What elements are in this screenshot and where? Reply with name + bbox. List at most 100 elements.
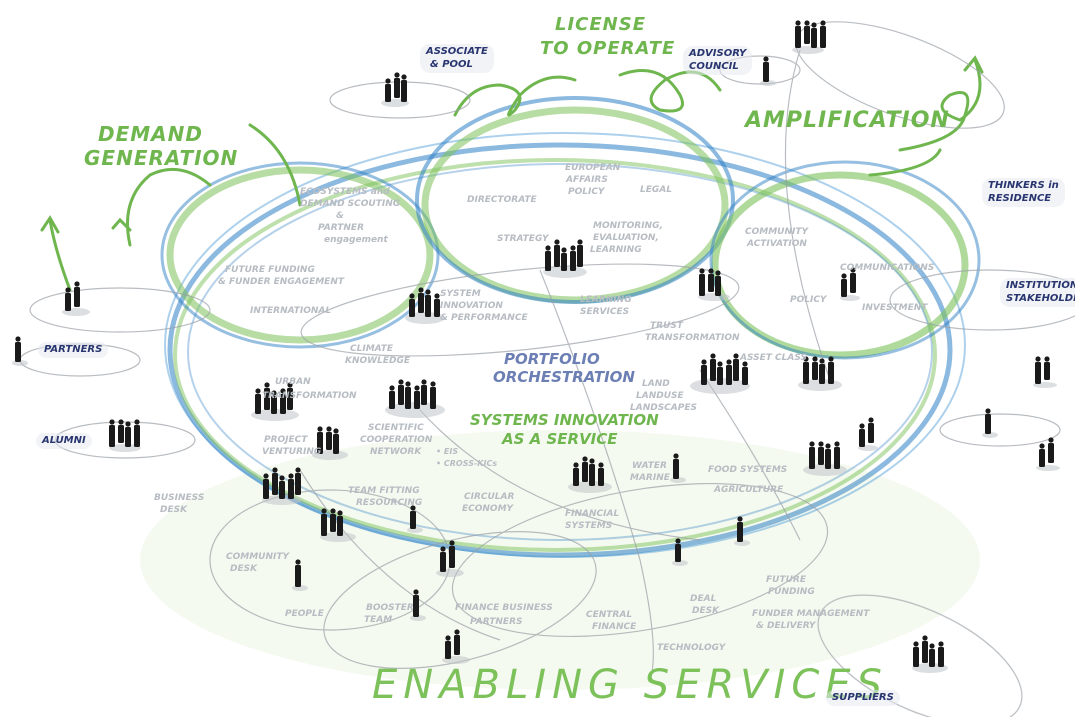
- person-figure: [582, 456, 588, 482]
- person-figure: [418, 287, 424, 313]
- person-body: [394, 78, 400, 98]
- person-figure: [850, 267, 856, 293]
- person-figure: [74, 281, 80, 307]
- person-head: [717, 361, 723, 367]
- community-desk-line2: DESK: [230, 564, 258, 574]
- climate-knowledge-line1: CLIMATE: [350, 344, 394, 354]
- person-figure: [726, 359, 732, 385]
- person-figure: [701, 359, 707, 385]
- person-figure: [263, 473, 269, 499]
- person-head: [545, 245, 551, 251]
- funder-management-line2: & DELIVERY: [756, 621, 816, 631]
- person-figure: [809, 441, 815, 469]
- person-figure: [804, 20, 810, 44]
- person-figure: [326, 426, 332, 450]
- people-figures: [15, 20, 1054, 667]
- business-desk-line2: DESK: [160, 505, 188, 515]
- person-head: [405, 381, 411, 387]
- person-head: [699, 268, 705, 274]
- person-body: [726, 365, 732, 385]
- person-head: [811, 22, 817, 28]
- person-figure: [321, 508, 327, 536]
- person-figure: [449, 540, 455, 568]
- person-head: [279, 475, 285, 481]
- international-label: INTERNATIONAL: [250, 306, 332, 316]
- circular-economy-line2: ECONOMY: [462, 504, 514, 514]
- future-funding-b-line1: FUTURE: [766, 575, 806, 585]
- booster-team-line2: TEAM: [364, 615, 393, 625]
- financial-systems-line2: SYSTEMS: [565, 521, 613, 531]
- person-figure: [818, 441, 824, 465]
- person-figure: [820, 20, 826, 48]
- person-figure: [288, 473, 294, 499]
- person-head: [385, 78, 391, 84]
- person-body: [337, 516, 343, 536]
- institutional-stakeholders-label: INSTITUTIONAL STAKEHOLDERS: [1000, 278, 1075, 307]
- person-body: [287, 388, 293, 410]
- person-figure: [434, 293, 440, 317]
- person-figure: [598, 462, 604, 486]
- license-to-operate-title-line2: TO OPERATE: [540, 38, 676, 59]
- investment-label: INVESTMENT: [862, 303, 928, 313]
- thinkers-in-residence-label: THINKERS in RESIDENCE: [982, 178, 1065, 207]
- person-body: [321, 514, 327, 536]
- person-head: [1044, 356, 1050, 362]
- person-head: [330, 508, 336, 514]
- person-figure: [922, 635, 928, 663]
- person-body: [295, 473, 301, 495]
- person-head: [410, 505, 416, 511]
- person-figure: [1044, 356, 1050, 380]
- ecosystems-line2: DEMAND SCOUTING: [300, 199, 401, 209]
- person-figure: [828, 356, 834, 384]
- person-figure: [425, 289, 431, 317]
- ecosystems-line5: engagement: [324, 235, 388, 245]
- person-figure: [733, 353, 739, 381]
- person-head: [401, 74, 407, 80]
- community-activation-line1: COMMUNITY: [745, 227, 809, 237]
- person-head: [272, 467, 278, 473]
- person-head: [818, 441, 824, 447]
- person-head: [134, 419, 140, 425]
- person-head: [280, 388, 286, 394]
- person-figure: [409, 293, 415, 317]
- person-head: [577, 239, 583, 245]
- person-body: [445, 641, 451, 659]
- person-body: [589, 464, 595, 486]
- land-line2: LANDUSE: [636, 391, 684, 401]
- person-body: [598, 468, 604, 486]
- person-head: [421, 379, 427, 385]
- person-head: [449, 540, 455, 546]
- land-line1: LAND: [642, 379, 670, 389]
- suppliers-label: SUPPLIERS: [826, 690, 900, 706]
- water-marine-line2: MARINE: [630, 473, 670, 483]
- top-loops: [160, 96, 981, 360]
- person-body: [812, 362, 818, 380]
- person-body: [715, 276, 721, 296]
- person-head: [337, 510, 343, 516]
- person-head: [1048, 437, 1054, 443]
- person-body: [271, 396, 277, 414]
- person-body: [434, 299, 440, 317]
- person-head: [418, 287, 424, 293]
- person-figure: [913, 641, 919, 667]
- person-head: [715, 270, 721, 276]
- eis-line2: • CROSS-KICs: [436, 459, 498, 468]
- person-body: [413, 595, 419, 617]
- funder-management-line1: FUNDER MANAGEMENT: [752, 609, 870, 619]
- person-body: [577, 245, 583, 267]
- thinkers-line2: RESIDENCE: [988, 193, 1052, 204]
- person-figure: [398, 379, 404, 405]
- partners-label: PARTNERS: [38, 342, 109, 358]
- person-body: [570, 251, 576, 271]
- person-body: [330, 514, 336, 532]
- person-body: [405, 387, 411, 409]
- person-figure: [118, 419, 124, 443]
- person-figure: [271, 390, 277, 414]
- scientific-line2: COOPERATION: [360, 435, 433, 445]
- person-body: [414, 391, 420, 409]
- trust-transformation-line1: TRUST: [650, 321, 683, 331]
- person-figure: [929, 643, 935, 667]
- person-body: [454, 635, 460, 655]
- person-body: [109, 425, 115, 447]
